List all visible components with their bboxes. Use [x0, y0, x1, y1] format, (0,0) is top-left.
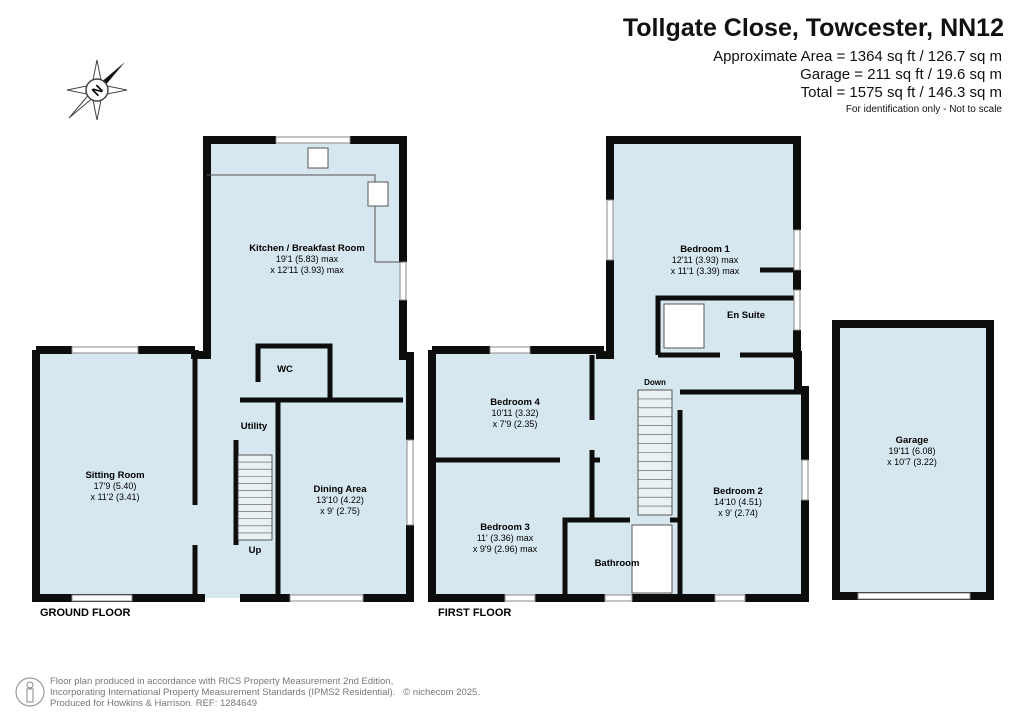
svg-text:x 9' (2.75): x 9' (2.75) — [320, 506, 360, 516]
svg-text:x 7'9 (2.35): x 7'9 (2.35) — [493, 419, 538, 429]
svg-text:19'1 (5.83) max: 19'1 (5.83) max — [276, 254, 339, 264]
svg-text:Kitchen / Breakfast Room: Kitchen / Breakfast Room — [249, 243, 365, 254]
svg-text:Bathroom: Bathroom — [595, 558, 640, 569]
first-floor-label: FIRST FLOOR — [438, 607, 511, 619]
svg-text:x 9' (2.74): x 9' (2.74) — [718, 508, 758, 518]
svg-text:Utility: Utility — [241, 421, 268, 432]
svg-text:Bedroom 2: Bedroom 2 — [713, 486, 763, 497]
svg-text:En Suite: En Suite — [727, 310, 765, 321]
svg-text:11' (3.36) max: 11' (3.36) max — [477, 533, 534, 543]
svg-text:WC: WC — [277, 364, 293, 375]
svg-text:19'11 (6.08): 19'11 (6.08) — [888, 446, 935, 456]
svg-text:x 10'7 (3.22): x 10'7 (3.22) — [887, 457, 937, 467]
svg-text:x 11'2 (3.41): x 11'2 (3.41) — [90, 492, 139, 502]
copyright: © nichecom 2025. — [403, 687, 480, 698]
svg-text:Down: Down — [644, 378, 666, 387]
garage-plan: Garage 19'11 (6.08) x 10'7 (3.22) — [832, 320, 994, 600]
svg-text:13'10 (4.22): 13'10 (4.22) — [316, 495, 364, 505]
approximate-area: Approximate Area = 1364 sq ft / 126.7 sq… — [713, 48, 1002, 65]
svg-text:x 9'9 (2.96) max: x 9'9 (2.96) max — [473, 544, 538, 554]
garage-area: Garage = 211 sq ft / 19.6 sq m — [800, 66, 1002, 83]
scale-note: For identification only - Not to scale — [845, 104, 1002, 115]
svg-text:Bedroom 3: Bedroom 3 — [480, 522, 530, 533]
svg-text:17'9 (5.40): 17'9 (5.40) — [94, 481, 137, 491]
footer-disclaimer: Floor plan produced in accordance with R… — [50, 676, 480, 709]
person-icon — [15, 677, 45, 707]
svg-text:12'11 (3.93) max: 12'11 (3.93) max — [672, 255, 739, 265]
svg-text:Bedroom 1: Bedroom 1 — [680, 244, 730, 255]
ground-floor-plan: Kitchen / Breakfast Room 19'1 (5.83) max… — [32, 136, 414, 619]
property-title: Tollgate Close, Towcester, NN12 — [622, 14, 1004, 42]
svg-text:Dining Area: Dining Area — [314, 484, 368, 495]
svg-text:10'11 (3.32): 10'11 (3.32) — [491, 408, 538, 418]
svg-text:x 12'11 (3.93) max: x 12'11 (3.93) max — [270, 265, 344, 275]
svg-text:Garage: Garage — [896, 435, 929, 446]
svg-text:Bedroom 4: Bedroom 4 — [490, 397, 540, 408]
total-area: Total = 1575 sq ft / 146.3 sq m — [800, 84, 1002, 101]
svg-text:Up: Up — [249, 545, 262, 556]
first-floor-plan: Bedroom 1 12'11 (3.93) max x 11'1 (3.39)… — [428, 136, 809, 619]
compass-north-icon: N — [66, 59, 128, 121]
ground-floor-label: GROUND FLOOR — [40, 607, 130, 619]
svg-text:x 11'1 (3.39) max: x 11'1 (3.39) max — [671, 266, 740, 276]
svg-text:Sitting Room: Sitting Room — [85, 470, 144, 481]
svg-text:14'10 (4.51): 14'10 (4.51) — [714, 497, 762, 507]
